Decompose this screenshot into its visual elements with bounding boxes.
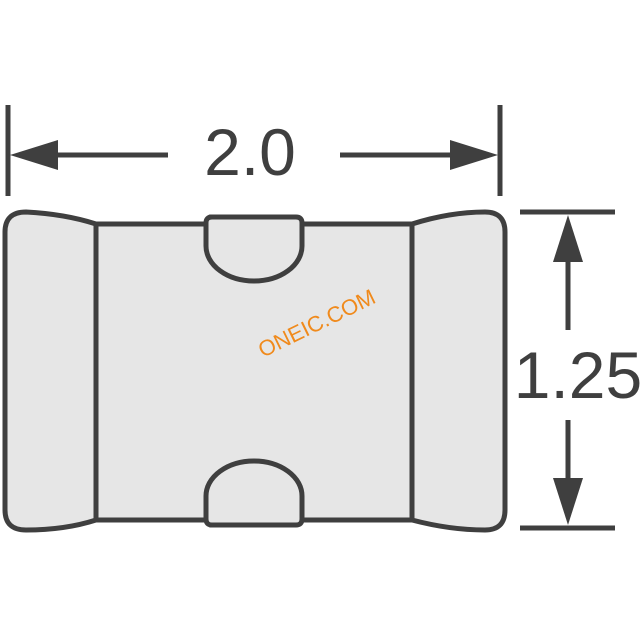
top-notch <box>203 214 305 284</box>
height-dimension: 1.25 <box>514 209 640 531</box>
height-label: 1.25 <box>514 338 640 412</box>
height-arrowhead-top <box>553 215 583 262</box>
bottom-notch <box>203 458 305 528</box>
component-outline <box>2 209 508 533</box>
height-arrowhead-bottom <box>553 478 583 525</box>
component-body <box>2 209 508 533</box>
width-arrowhead-left <box>10 140 58 170</box>
width-arrowhead-right <box>450 140 498 170</box>
width-label: 2.0 <box>204 115 296 189</box>
width-dimension: 2.0 <box>5 105 503 196</box>
